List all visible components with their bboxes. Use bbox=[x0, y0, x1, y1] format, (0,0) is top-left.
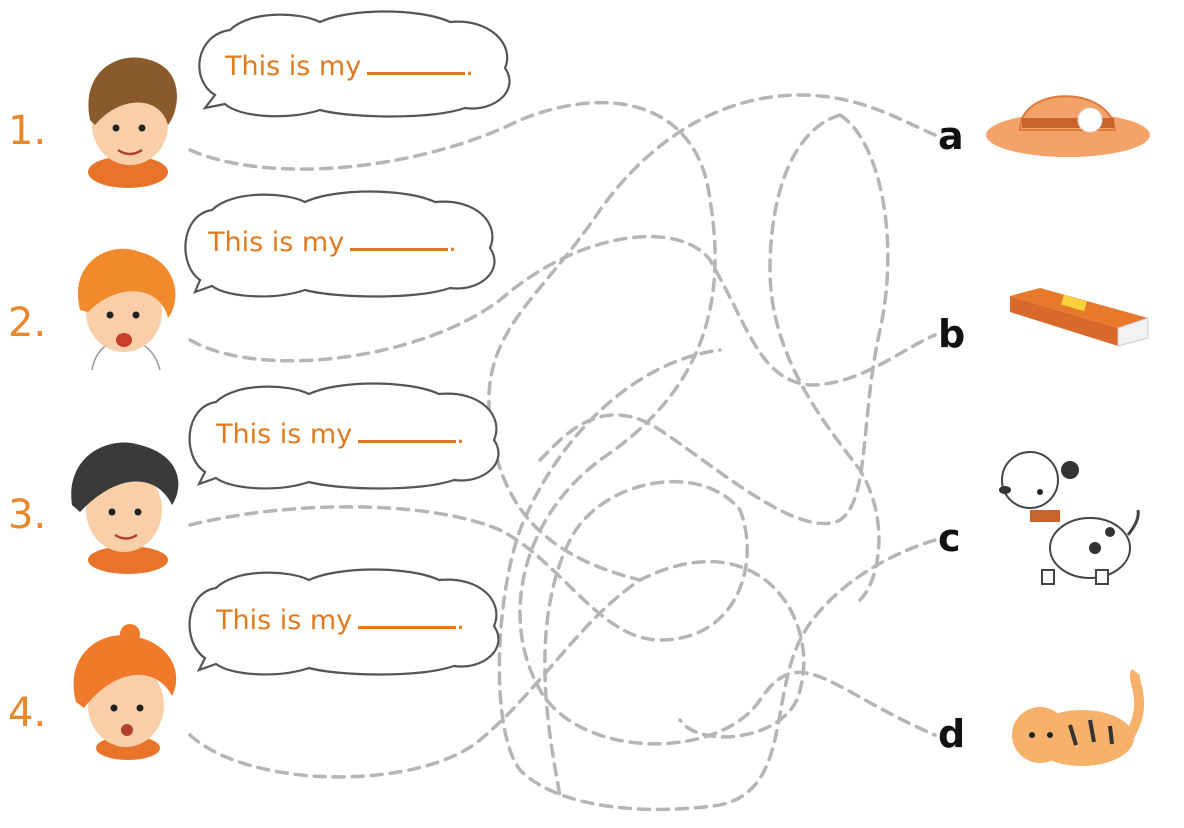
dashed-path-4 bbox=[188, 559, 806, 779]
dashed-path-1 bbox=[188, 100, 937, 746]
speech-bubbles bbox=[184, 10, 511, 676]
option-letter-a: a bbox=[938, 114, 964, 158]
kid-number-1: 1. bbox=[8, 108, 47, 154]
speech-bubble-3 bbox=[188, 382, 500, 490]
kid-number-2: 2. bbox=[8, 300, 47, 346]
dashed-path-3 bbox=[188, 479, 749, 802]
kid-1-illustration bbox=[88, 57, 177, 188]
kid-4-illustration bbox=[73, 624, 177, 760]
option-letter-b: b bbox=[938, 312, 966, 356]
bubble-text-4: This is my. bbox=[216, 605, 465, 636]
option-letter-c: c bbox=[938, 516, 961, 560]
hat-icon bbox=[986, 95, 1150, 157]
cat-icon bbox=[1012, 669, 1145, 766]
dashed-path-8 bbox=[768, 113, 881, 602]
bubble-text-1: This is my. bbox=[225, 51, 474, 82]
tangled-dashed-lines bbox=[188, 93, 937, 812]
kid-number-3: 3. bbox=[8, 492, 47, 538]
kid-2-illustration bbox=[77, 248, 176, 371]
speech-bubble-4 bbox=[188, 568, 500, 676]
dog-icon bbox=[999, 451, 1140, 585]
speech-bubble-2 bbox=[184, 190, 496, 298]
bubble-text-2: This is my. bbox=[208, 227, 457, 258]
dashed-path-2 bbox=[188, 234, 937, 387]
dashed-path-6 bbox=[497, 348, 937, 812]
kid-number-4: 4. bbox=[8, 690, 47, 736]
kid-3-illustration bbox=[71, 442, 179, 574]
option-letter-d: d bbox=[938, 712, 966, 756]
book-icon bbox=[1010, 288, 1149, 347]
bubble-text-3: This is my. bbox=[216, 419, 465, 450]
speech-bubble-1 bbox=[198, 10, 511, 118]
dashed-path-5 bbox=[487, 93, 937, 582]
dashed-path-7 bbox=[538, 113, 890, 526]
